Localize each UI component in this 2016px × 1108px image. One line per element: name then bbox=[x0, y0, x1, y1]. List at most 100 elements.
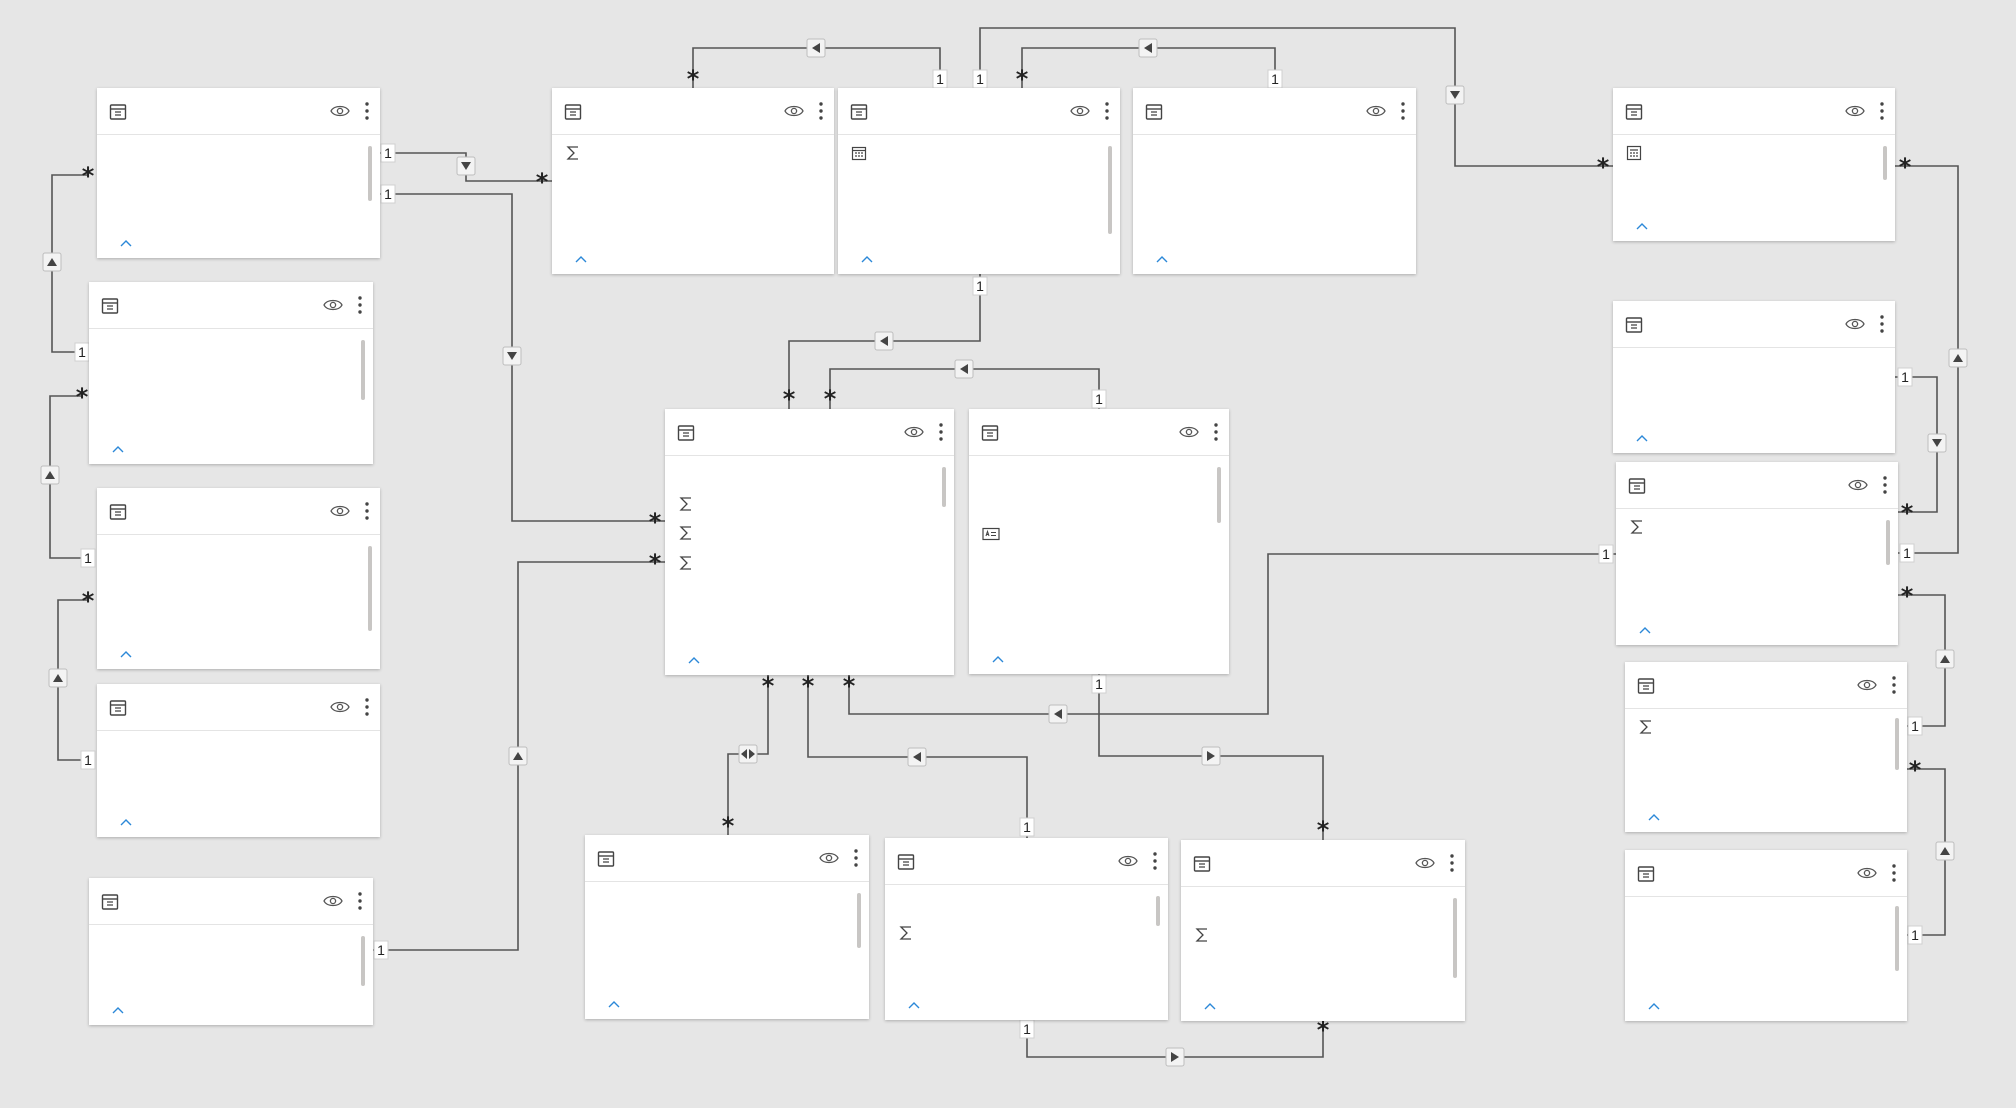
more-options-icon[interactable] bbox=[1104, 100, 1110, 122]
table-header[interactable] bbox=[969, 409, 1229, 456]
table-header[interactable] bbox=[1625, 850, 1907, 897]
field-scrollbar[interactable] bbox=[1895, 718, 1899, 770]
more-options-icon[interactable] bbox=[364, 696, 370, 718]
field-row[interactable] bbox=[97, 762, 380, 792]
table-card-departamento[interactable] bbox=[1625, 850, 1907, 1021]
field-list[interactable] bbox=[1181, 888, 1465, 978]
field-list[interactable] bbox=[89, 330, 373, 427]
field-row[interactable] bbox=[1613, 136, 1895, 166]
visibility-eye-icon[interactable] bbox=[330, 104, 350, 118]
collapse-link[interactable] bbox=[109, 1001, 124, 1017]
field-scrollbar[interactable] bbox=[1156, 896, 1160, 926]
field-scrollbar[interactable] bbox=[1453, 898, 1457, 978]
more-options-icon[interactable] bbox=[853, 847, 859, 869]
table-header[interactable] bbox=[885, 838, 1168, 885]
visibility-eye-icon[interactable] bbox=[330, 700, 350, 714]
field-row[interactable] bbox=[585, 913, 869, 943]
field-row[interactable] bbox=[665, 575, 954, 605]
collapse-link[interactable] bbox=[605, 995, 620, 1011]
more-options-icon[interactable] bbox=[1891, 674, 1897, 696]
field-row[interactable] bbox=[1613, 166, 1895, 196]
field-list[interactable] bbox=[885, 886, 1168, 976]
field-list[interactable] bbox=[665, 457, 954, 641]
field-row[interactable] bbox=[97, 166, 380, 196]
field-row[interactable] bbox=[665, 605, 954, 635]
more-options-icon[interactable] bbox=[1882, 474, 1888, 496]
field-row[interactable] bbox=[885, 886, 1168, 916]
table-card-cliente[interactable] bbox=[1133, 88, 1416, 274]
table-header[interactable] bbox=[89, 878, 373, 925]
field-scrollbar[interactable] bbox=[857, 893, 861, 948]
table-card-seccao[interactable] bbox=[1625, 662, 1907, 832]
field-row[interactable] bbox=[969, 487, 1229, 517]
table-header[interactable] bbox=[97, 488, 380, 535]
field-scrollbar[interactable] bbox=[1886, 520, 1890, 565]
field-list[interactable] bbox=[97, 136, 380, 226]
field-row[interactable] bbox=[1181, 918, 1465, 948]
visibility-eye-icon[interactable] bbox=[1848, 478, 1868, 492]
field-row[interactable] bbox=[97, 732, 380, 762]
field-list[interactable] bbox=[1625, 710, 1907, 800]
field-row[interactable] bbox=[1625, 928, 1907, 958]
collapse-link[interactable] bbox=[572, 250, 587, 266]
field-row[interactable] bbox=[1625, 710, 1907, 740]
visibility-eye-icon[interactable] bbox=[1845, 317, 1865, 331]
visibility-eye-icon[interactable] bbox=[323, 894, 343, 908]
table-header[interactable] bbox=[1613, 88, 1895, 135]
collapse-link[interactable] bbox=[685, 651, 700, 667]
table-card-colaborador[interactable] bbox=[885, 838, 1168, 1020]
field-list[interactable] bbox=[97, 732, 380, 802]
table-card-familia[interactable] bbox=[89, 282, 373, 464]
field-row[interactable] bbox=[1613, 379, 1895, 409]
table-header[interactable] bbox=[1181, 840, 1465, 887]
field-row[interactable] bbox=[552, 195, 834, 225]
field-row[interactable] bbox=[1625, 740, 1907, 770]
field-row[interactable] bbox=[1625, 769, 1907, 799]
field-list[interactable] bbox=[552, 136, 834, 226]
field-row[interactable] bbox=[1625, 898, 1907, 928]
visibility-eye-icon[interactable] bbox=[904, 425, 924, 439]
table-card-data[interactable] bbox=[969, 409, 1229, 674]
more-options-icon[interactable] bbox=[1449, 852, 1455, 874]
visibility-eye-icon[interactable] bbox=[330, 504, 350, 518]
field-row[interactable] bbox=[969, 575, 1229, 605]
table-card-horasextras[interactable] bbox=[1181, 840, 1465, 1021]
table-header[interactable] bbox=[89, 282, 373, 329]
visibility-eye-icon[interactable] bbox=[1366, 104, 1386, 118]
visibility-eye-icon[interactable] bbox=[1179, 425, 1199, 439]
more-options-icon[interactable] bbox=[357, 890, 363, 912]
collapse-link[interactable] bbox=[109, 440, 124, 456]
table-header[interactable] bbox=[585, 835, 869, 882]
field-row[interactable] bbox=[552, 136, 834, 166]
field-row[interactable] bbox=[89, 389, 373, 419]
field-scrollbar[interactable] bbox=[1883, 146, 1887, 180]
more-options-icon[interactable] bbox=[364, 500, 370, 522]
more-options-icon[interactable] bbox=[818, 100, 824, 122]
collapse-link[interactable] bbox=[1645, 808, 1660, 824]
field-list[interactable] bbox=[585, 883, 869, 973]
visibility-eye-icon[interactable] bbox=[1845, 104, 1865, 118]
field-list[interactable] bbox=[97, 536, 380, 633]
more-options-icon[interactable] bbox=[357, 294, 363, 316]
field-row[interactable] bbox=[1613, 349, 1895, 379]
collapse-link[interactable] bbox=[905, 996, 920, 1012]
field-row[interactable] bbox=[97, 136, 380, 166]
field-row[interactable] bbox=[1616, 510, 1898, 540]
collapse-link[interactable] bbox=[117, 645, 132, 661]
table-header[interactable] bbox=[1613, 301, 1895, 348]
collapse-link[interactable] bbox=[117, 234, 132, 250]
table-card-artigo[interactable] bbox=[97, 88, 380, 258]
field-row[interactable] bbox=[838, 166, 1120, 196]
field-row[interactable] bbox=[552, 166, 834, 196]
field-row[interactable] bbox=[885, 945, 1168, 975]
field-scrollbar[interactable] bbox=[942, 467, 946, 507]
table-card-encomenda[interactable] bbox=[552, 88, 834, 274]
table-header[interactable] bbox=[97, 684, 380, 731]
field-list[interactable] bbox=[89, 926, 373, 996]
field-row[interactable] bbox=[665, 487, 954, 517]
table-header[interactable] bbox=[97, 88, 380, 135]
visibility-eye-icon[interactable] bbox=[1857, 866, 1877, 880]
more-options-icon[interactable] bbox=[364, 100, 370, 122]
visibility-eye-icon[interactable] bbox=[784, 104, 804, 118]
collapse-link[interactable] bbox=[1201, 997, 1216, 1013]
